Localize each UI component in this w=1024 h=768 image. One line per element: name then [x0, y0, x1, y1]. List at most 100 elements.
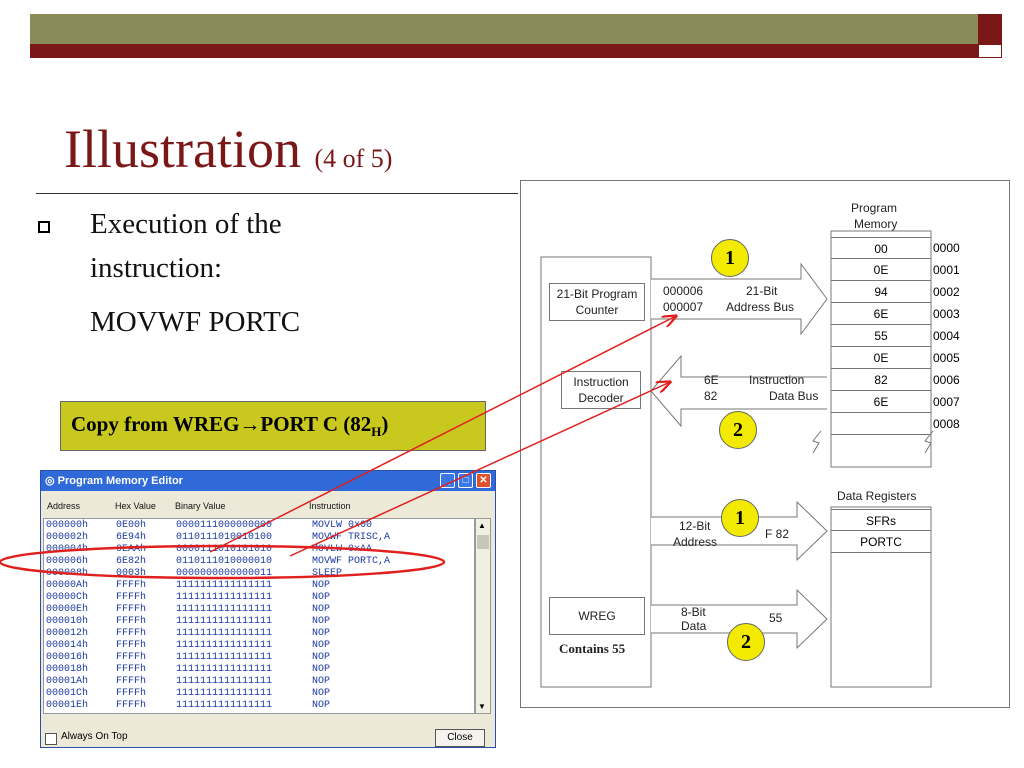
address-bus-arrow — [651, 262, 828, 336]
close-button[interactable]: Close — [435, 729, 485, 747]
table-cell: 00001Eh — [46, 700, 89, 711]
copy-callout-sub: H — [371, 424, 382, 440]
table-cell: NOP — [312, 688, 331, 699]
col-header-address[interactable]: Address — [47, 501, 81, 511]
table-cell: 0110111010000010 — [176, 556, 273, 567]
step-badge-2-write-data: 2 — [727, 623, 765, 661]
table-cell: 6E94h — [116, 532, 147, 543]
app-icon: ◎ — [45, 475, 58, 487]
bullet-text-line-2: instruction: — [90, 252, 223, 284]
data-registers-label: Data Registers — [837, 489, 917, 503]
data-bus-value-1: 6E — [704, 373, 719, 387]
sfrs-row: SFRs — [831, 509, 931, 531]
table-cell: MOVWF PORTC,A — [312, 556, 391, 567]
scroll-thumb[interactable] — [477, 535, 489, 549]
table-cell: SLEEP — [312, 568, 343, 579]
table-cell: 0000111000000000 — [176, 520, 273, 531]
memory-address: 0000 — [933, 241, 960, 255]
memory-cell: 0E — [831, 347, 931, 369]
table-cell: MOVLW 0xAA — [312, 544, 373, 555]
table-cell: 1111111111111111 — [176, 652, 273, 663]
table-cell: NOP — [312, 616, 331, 627]
table-cell: NOP — [312, 664, 331, 675]
always-on-top-checkbox[interactable] — [45, 733, 57, 745]
minimize-icon[interactable]: _ — [440, 473, 455, 488]
slide-title: Illustration (4 of 5) — [64, 118, 392, 180]
program-memory-label-1: Program — [851, 201, 898, 215]
wreg-contains-label: Contains 55 — [559, 641, 626, 656]
address12-label-2: Address — [673, 535, 718, 549]
col-header-hex[interactable]: Hex Value — [115, 501, 156, 511]
memory-address: 0006 — [933, 373, 960, 387]
table-cell: 000002h — [46, 532, 89, 543]
table-cell: 000010h — [46, 616, 89, 627]
always-on-top-label: Always On Top — [61, 731, 128, 742]
table-cell: FFFFh — [116, 688, 147, 699]
memory-cell: 6E — [831, 303, 931, 325]
memory-cell: 94 — [831, 281, 931, 303]
table-cell: 000012h — [46, 628, 89, 639]
step-badge-1-write-address: 1 — [721, 499, 759, 537]
editor-titlebar[interactable]: ◎ Program Memory Editor _ □ ✕ — [41, 471, 495, 491]
copy-callout: Copy from WREG→PORT C (82H) — [60, 401, 486, 451]
step-badge-1-address: 1 — [711, 239, 749, 277]
memory-cell: 82 — [831, 369, 931, 391]
table-cell: 6E82h — [116, 556, 147, 567]
data8-label-2: Data — [681, 619, 707, 633]
table-cell: 1111111111111111 — [176, 676, 273, 687]
col-header-binary[interactable]: Binary Value — [175, 501, 226, 511]
bullet-text-line-1: Execution of the — [90, 208, 282, 240]
vertical-scrollbar[interactable]: ▲ ▼ — [475, 518, 491, 714]
data-bus-label-1: Instruction — [749, 373, 805, 387]
decoder-label-1: Instruction — [573, 375, 629, 389]
memory-cell: 55 — [831, 325, 931, 347]
memory-address: 0005 — [933, 351, 960, 365]
memory-cell — [831, 413, 931, 435]
table-cell: NOP — [312, 604, 331, 615]
memory-address: 0004 — [933, 329, 960, 343]
title-divider — [36, 193, 518, 194]
slide-title-main: Illustration — [64, 119, 301, 179]
table-cell: NOP — [312, 652, 331, 663]
memory-cell: 6E — [831, 391, 931, 413]
table-cell: 00001Ah — [46, 676, 89, 687]
table-cell: NOP — [312, 640, 331, 651]
close-icon[interactable]: ✕ — [476, 473, 491, 488]
pc-label-2: Counter — [575, 303, 619, 317]
table-cell: 0E00h — [116, 520, 147, 531]
data8-arrow — [651, 588, 828, 650]
table-cell: FFFFh — [116, 664, 147, 675]
scroll-up-icon[interactable]: ▲ — [478, 521, 486, 530]
table-cell: 1111111111111111 — [176, 592, 273, 603]
address12-value: F 82 — [765, 527, 790, 541]
table-cell: 1111111111111111 — [176, 640, 273, 651]
bullet-marker — [38, 221, 50, 233]
col-header-instruction[interactable]: Instruction — [309, 501, 351, 511]
memory-address: 0002 — [933, 285, 960, 299]
memory-cell: 0E — [831, 259, 931, 281]
table-cell: 00000Eh — [46, 604, 89, 615]
table-cell: 0EAAh — [116, 544, 147, 555]
memory-address: 0001 — [933, 263, 960, 277]
portc-row: PORTC — [831, 531, 931, 553]
data8-label-1: 8-Bit — [681, 605, 706, 619]
table-cell: FFFFh — [116, 640, 147, 651]
table-cell: 1111111111111111 — [176, 628, 273, 639]
table-cell: NOP — [312, 628, 331, 639]
pc-value-1: 000006 — [663, 284, 704, 298]
table-cell: 0003h — [116, 568, 147, 579]
table-cell: 00000Ch — [46, 592, 89, 603]
table-cell: 00000Ah — [46, 580, 89, 591]
editor-title: Program Memory Editor — [57, 475, 183, 487]
top-decor-square — [978, 14, 1002, 44]
data-bus-value-2: 82 — [704, 389, 718, 403]
table-cell: FFFFh — [116, 652, 147, 663]
scroll-down-icon[interactable]: ▼ — [478, 702, 486, 711]
address-bus-label-2: Address Bus — [726, 300, 795, 314]
maximize-icon[interactable]: □ — [458, 473, 473, 488]
table-cell: 000016h — [46, 652, 89, 663]
program-memory-outline — [830, 230, 932, 468]
data-bus-label-2: Data Bus — [769, 389, 819, 403]
table-cell: 1111111111111111 — [176, 664, 273, 675]
